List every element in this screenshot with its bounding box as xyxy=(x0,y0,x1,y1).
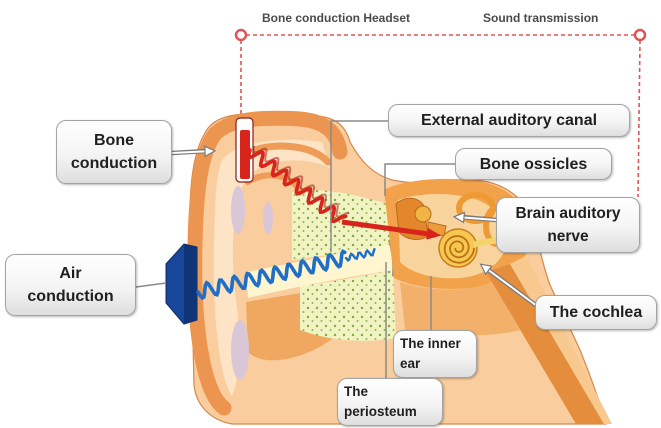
label-line: External auditory canal xyxy=(421,109,597,132)
sound-transmission-caption: Sound transmission xyxy=(483,11,598,25)
label-line: Air xyxy=(59,262,81,285)
connector-node-left xyxy=(236,30,246,40)
ear-cartilage-lower xyxy=(231,320,249,380)
connector-right-dashed-line xyxy=(638,40,640,197)
label-line: The xyxy=(344,382,368,402)
ear-cartilage-upper xyxy=(231,186,245,234)
label-air-conduction: Air conduction xyxy=(5,254,136,316)
label-periosteum: The periosteum xyxy=(337,378,443,426)
label-line: Bone ossicles xyxy=(480,153,588,176)
connector-node-right xyxy=(635,30,645,40)
headset-caption: Bone conduction Headset xyxy=(262,11,410,25)
label-line: conduction xyxy=(27,285,113,308)
label-inner-ear: The inner ear xyxy=(393,330,477,378)
air-headset-side xyxy=(184,244,197,324)
ear-cartilage-fold xyxy=(263,202,273,234)
label-external-auditory-canal: External auditory canal xyxy=(388,104,630,137)
label-line: conduction xyxy=(71,152,157,175)
label-cochlea: The cochlea xyxy=(535,295,657,330)
label-line: ear xyxy=(400,354,420,374)
incus xyxy=(415,206,431,222)
label-line: nerve xyxy=(547,225,588,248)
label-line: periosteum xyxy=(344,402,417,422)
leader-air-conduction xyxy=(136,283,166,287)
cochlea xyxy=(439,229,477,267)
air-conduction-headset xyxy=(166,244,197,324)
label-line: The cochlea xyxy=(550,301,642,324)
label-line: The inner xyxy=(400,334,461,354)
label-line: Bone xyxy=(94,129,134,152)
label-line: Brain auditory xyxy=(515,202,620,225)
label-brain-auditory-nerve: Brain auditory nerve xyxy=(496,197,640,253)
label-bone-ossicles: Bone ossicles xyxy=(455,148,612,180)
label-bone-conduction: Bone conduction xyxy=(56,120,172,184)
